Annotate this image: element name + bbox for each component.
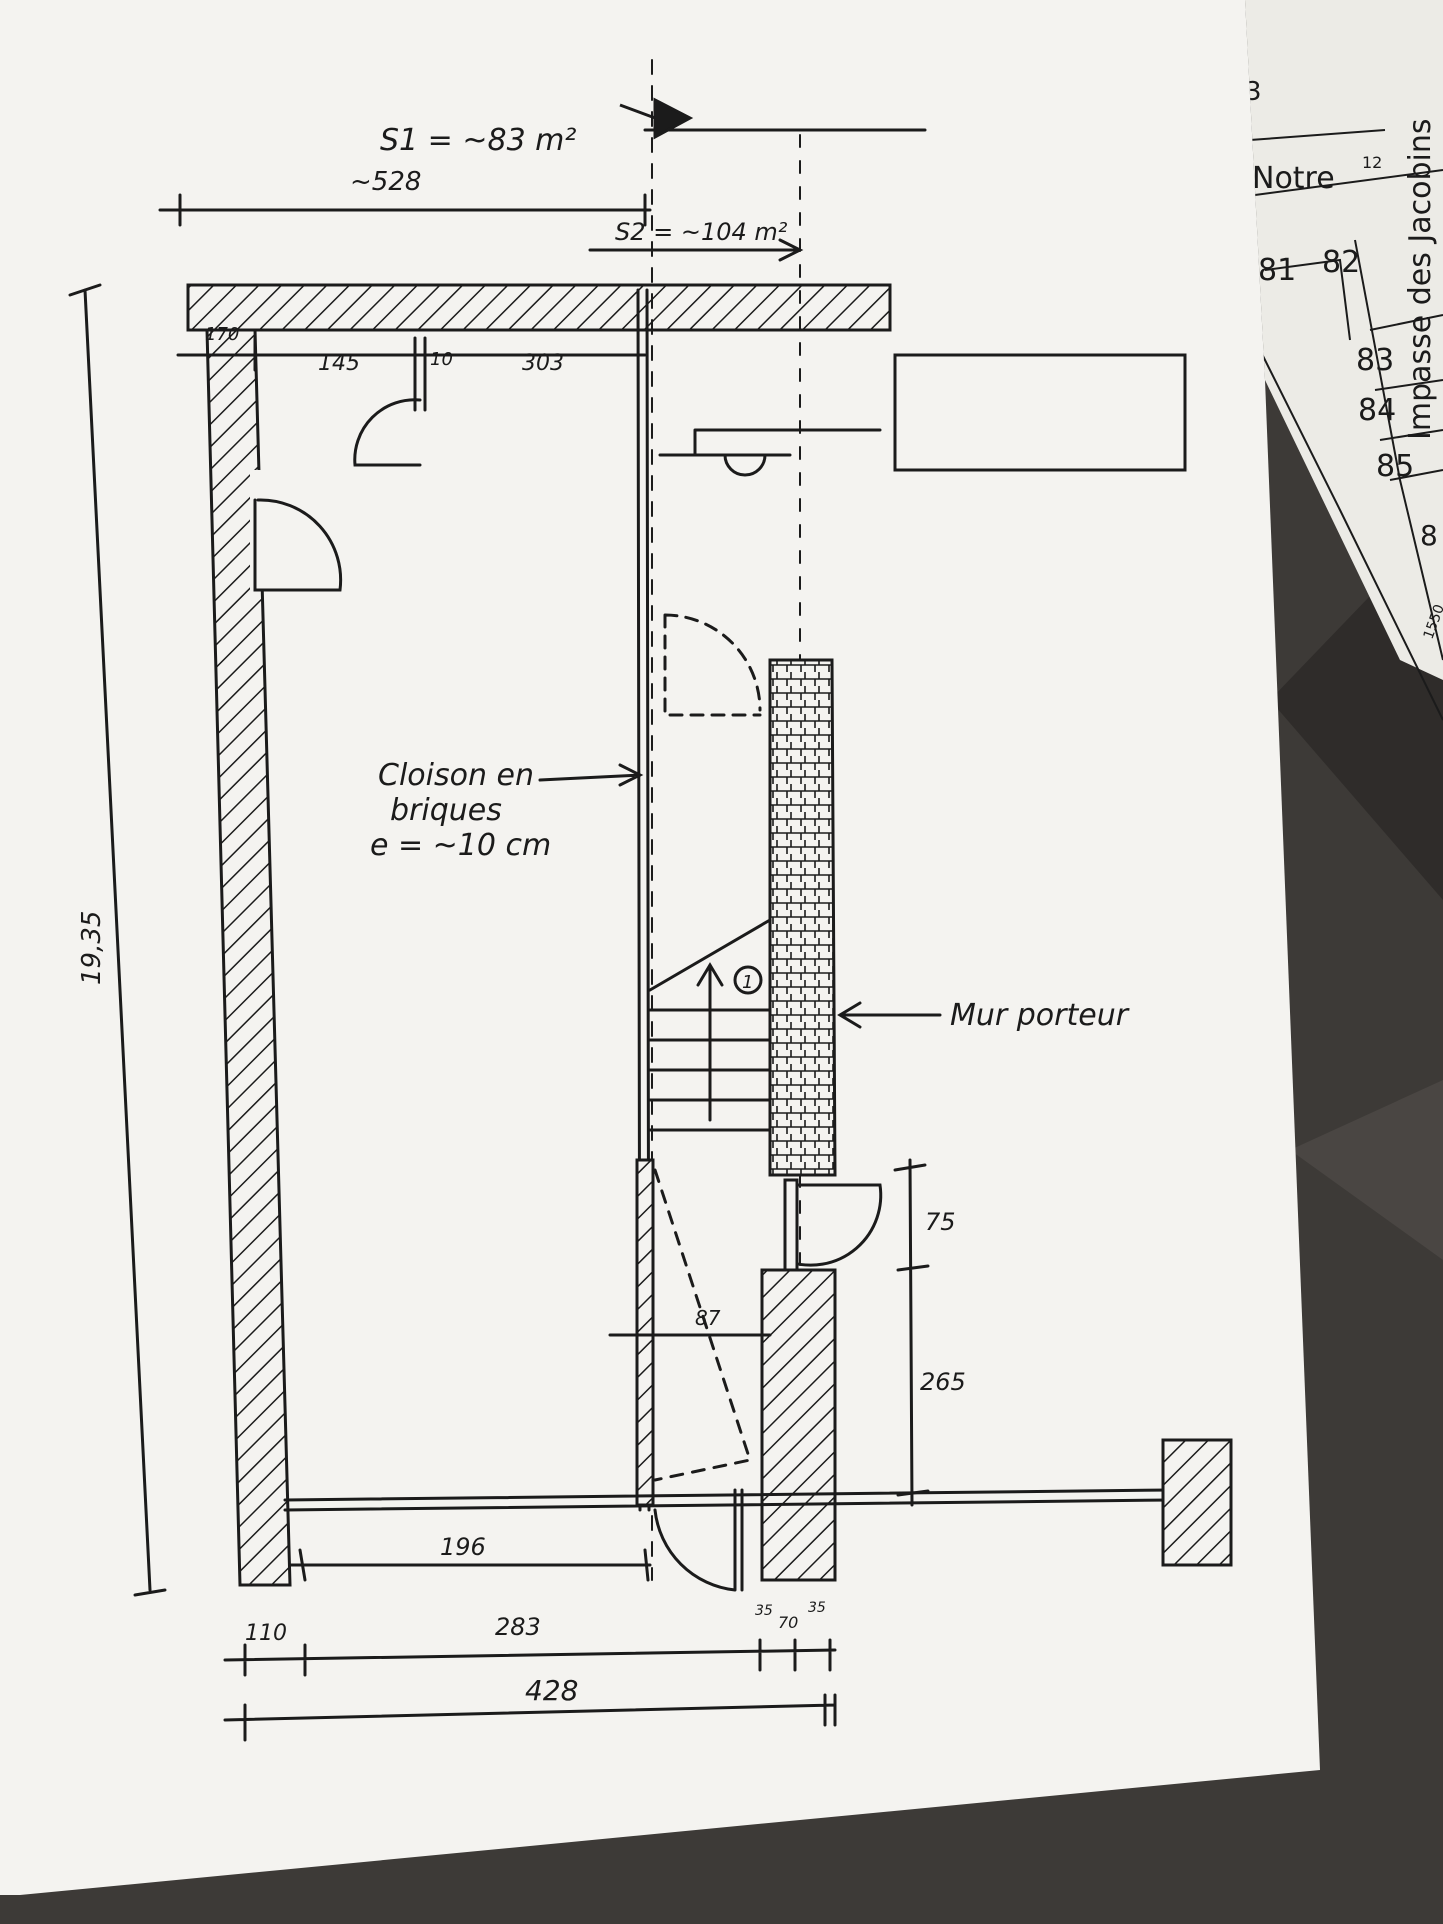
top-wall <box>186 283 892 332</box>
sketch-paper <box>0 0 1320 1895</box>
surface-1-label: S1 = ~83 m² <box>380 123 576 158</box>
entrance-door <box>653 1488 744 1592</box>
dim-line-total-height <box>68 283 167 1597</box>
cadastre-map: 3 Notre 12 Impasse des Jacobins 81 82 83… <box>1245 0 1443 721</box>
dimension-265: 265 <box>920 1368 966 1396</box>
street-notre-label: Notre <box>1252 161 1335 196</box>
surface-2-label: S2 = ~104 m² <box>615 218 788 246</box>
window-swing <box>253 498 343 592</box>
neighbour-wall-block <box>1161 1438 1233 1567</box>
staircase <box>648 918 772 1132</box>
dimension-528: ~528 <box>350 167 421 197</box>
partition-lower-hatch <box>635 1158 655 1507</box>
dashed-door <box>663 613 762 717</box>
left-wall <box>205 328 292 1587</box>
parcel-85-label: 85 <box>1376 449 1414 484</box>
load-bearing-wall <box>768 658 837 1177</box>
parcel-83-label: 83 <box>1356 343 1394 378</box>
parcel-8-label: 8 <box>1420 519 1438 552</box>
parcel-84-label: 84 <box>1358 393 1396 428</box>
stair-number: 1 <box>742 972 753 993</box>
dimension-70: 70 <box>778 1613 798 1632</box>
street-notre-number: 12 <box>1362 153 1382 172</box>
parcel-82-label: 82 <box>1322 245 1360 280</box>
dimension-145: 145 <box>318 351 360 376</box>
passage-door-swing <box>788 1183 883 1267</box>
street-jacobins-label: Impasse des Jacobins <box>1403 118 1438 440</box>
total-height-dimension: 19,35 <box>77 911 107 985</box>
wc-door-swing <box>353 398 422 467</box>
dimension-428: 428 <box>525 1674 578 1707</box>
dimension-87: 87 <box>695 1306 721 1330</box>
dimension-10: 10 <box>430 349 453 370</box>
dimension-303: 303 <box>522 351 564 376</box>
facade-line <box>283 1488 1172 1512</box>
mur-porteur-label: Mur porteur <box>950 998 1130 1033</box>
dimension-75: 75 <box>925 1208 956 1236</box>
cloison-label-line1: Cloison en <box>378 758 534 793</box>
dimension-35-right: 35 <box>808 1600 826 1616</box>
cloison-label-line3: e = ~10 cm <box>370 828 551 863</box>
parcel-81-label: 81 <box>1258 253 1296 288</box>
dimension-110: 110 <box>245 1621 287 1646</box>
cloison-label-line2: briques <box>390 793 502 828</box>
load-bearing-wall-lower <box>760 1268 837 1582</box>
exterior-box <box>893 353 1187 472</box>
dimension-35-left: 35 <box>755 1603 773 1619</box>
dimension-283: 283 <box>495 1613 541 1641</box>
dimension-170: 170 <box>205 324 239 345</box>
floor-plan <box>68 59 1233 1742</box>
dimension-196: 196 <box>440 1533 486 1561</box>
